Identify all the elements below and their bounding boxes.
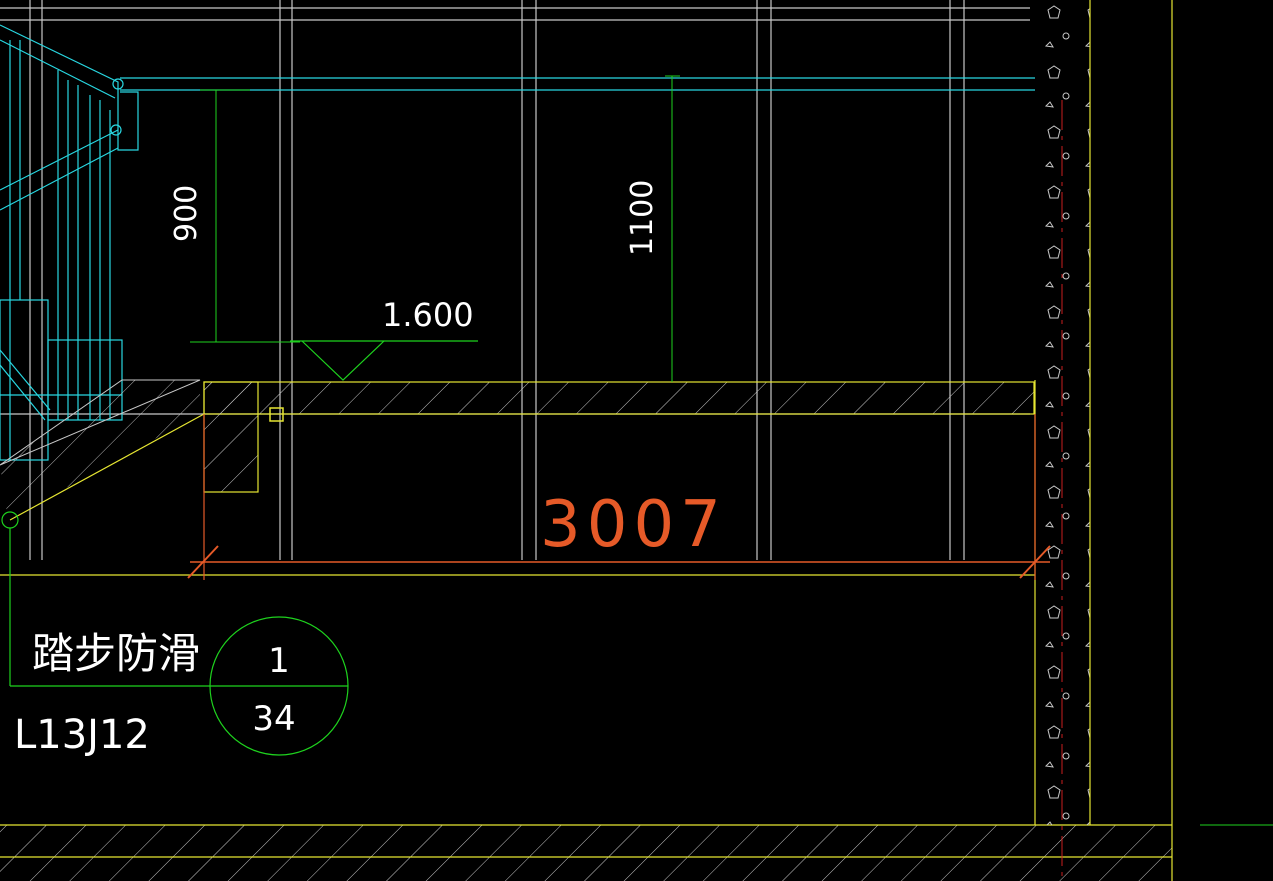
- dimension-1100-text: 1100: [625, 180, 660, 256]
- note-leader[interactable]: 踏步防滑 L13J12: [1, 511, 348, 758]
- elevation-mark-text: 1.600: [382, 296, 474, 334]
- concrete-wall: [1035, 0, 1091, 881]
- detail-callout-bottom: 34: [252, 699, 295, 739]
- note-label: 踏步防滑: [32, 629, 200, 678]
- dimension-3007-text: 3007: [540, 488, 727, 562]
- dimension-3007[interactable]: 3007: [187, 414, 1051, 580]
- dimension-900[interactable]: 900: [169, 89, 300, 343]
- snap-marker[interactable]: [269, 407, 284, 422]
- dimension-1100[interactable]: 1100: [625, 75, 680, 382]
- detail-callout[interactable]: 1 34: [209, 616, 349, 756]
- floor-slab: [0, 380, 1036, 825]
- standard-ref: L13J12: [14, 712, 150, 758]
- stair-slab-outline: [0, 379, 201, 466]
- dimension-900-text: 900: [169, 185, 204, 242]
- elevation-mark[interactable]: 1.600: [290, 296, 478, 381]
- stair-railing: [0, 24, 1035, 461]
- stair-slab-hatch: [0, 380, 200, 520]
- detail-callout-top: 1: [268, 641, 290, 681]
- window-grid: [0, 0, 1030, 560]
